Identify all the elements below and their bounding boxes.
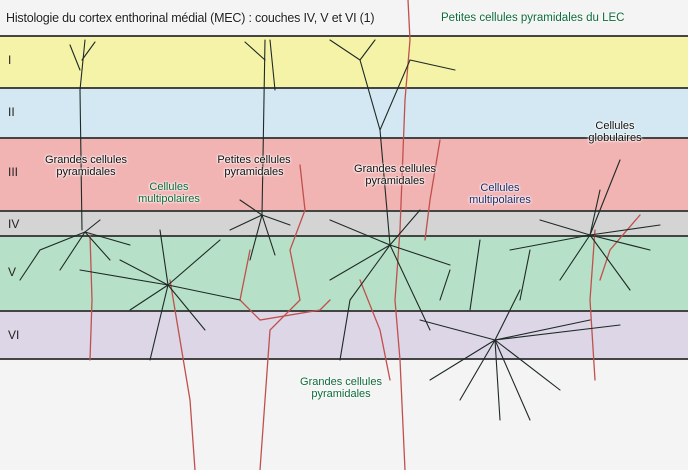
layer-v: V [0, 235, 688, 310]
layer-label: I [8, 53, 12, 67]
label-large-pyramidal-3: Grandes cellules pyramidales [300, 376, 382, 400]
layer-label: V [8, 265, 17, 279]
axons [89, 0, 641, 470]
label-globular: Cellules globulaires [588, 120, 642, 144]
dendrites [19, 39, 661, 421]
layer-label: VI [8, 328, 20, 342]
label-multipolar-1: Cellules multipolaires [138, 181, 200, 205]
layer-label: II [8, 105, 15, 119]
layer-label: IV [8, 217, 20, 231]
layer-i: I [0, 35, 688, 87]
label-large-pyramidal-2: Grandes cellules pyramidales [354, 163, 436, 187]
layer-iv: IV [0, 210, 688, 235]
label-small-pyramidal: Petites cellules pyramidales [217, 154, 291, 178]
lec-label: Petites cellules pyramidales du LEC [441, 12, 625, 24]
layer-ii: II [0, 87, 688, 137]
layer-label: III [8, 165, 19, 179]
diagram-title: Histologie du cortex enthorinal médial (… [6, 11, 375, 25]
label-multipolar-2: Cellules multipolaires [469, 182, 531, 206]
layer-iii: III [0, 137, 688, 210]
label-large-pyramidal-1: Grandes cellules pyramidales [45, 154, 127, 178]
